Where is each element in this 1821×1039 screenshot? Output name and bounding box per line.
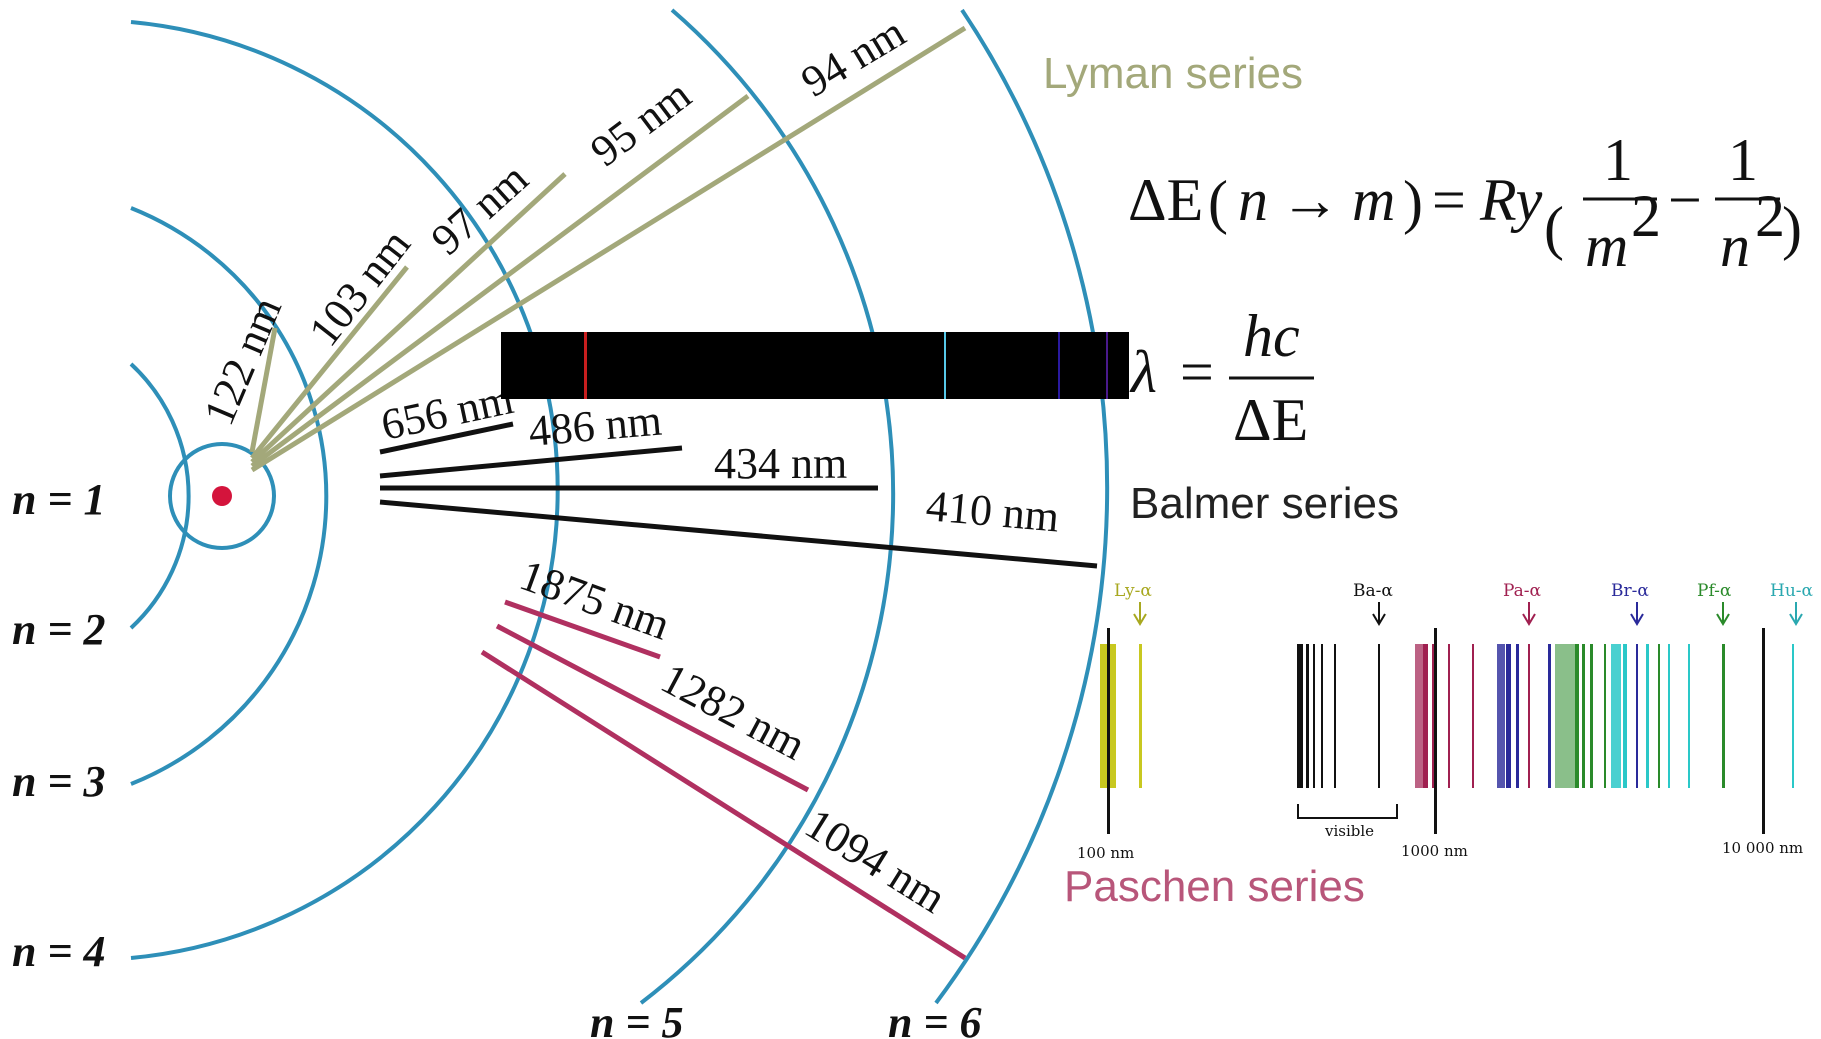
peak-label-pf-alpha: Pf-α bbox=[1697, 581, 1732, 601]
eq1-equals: = bbox=[1432, 167, 1466, 233]
brackett-band bbox=[1497, 644, 1638, 788]
lyman-lines bbox=[249, 25, 967, 473]
paschen-line-1875 bbox=[504, 599, 661, 660]
lyman-label-94: 94 nm bbox=[793, 7, 914, 106]
humphreys-band bbox=[1611, 644, 1794, 788]
lyman-line-97 bbox=[250, 172, 567, 464]
eq1-ry: Ry bbox=[1479, 167, 1543, 233]
paschen-line-1282 bbox=[495, 623, 810, 793]
tick-label-1000nm: 1000 nm bbox=[1401, 842, 1468, 860]
peak-label-ba-alpha: Ba-α bbox=[1353, 581, 1393, 601]
eq2-denominator: ΔE bbox=[1233, 387, 1308, 453]
peak-label-hu-alpha: Hu-α bbox=[1770, 581, 1814, 601]
balmer-lines bbox=[379, 421, 1098, 569]
paschen-line-1094 bbox=[480, 649, 967, 961]
eq2-equals: = bbox=[1180, 339, 1214, 405]
eq1-minus: − bbox=[1668, 167, 1702, 233]
arrowhead-br-alpha bbox=[1630, 613, 1644, 626]
arrowhead-ly-alpha bbox=[1133, 613, 1147, 626]
peak-label-pa-alpha: Pa-α bbox=[1503, 581, 1542, 601]
balmer-line-656 bbox=[379, 421, 514, 455]
lyman-band-line bbox=[1139, 644, 1142, 788]
lyman-line-103 bbox=[250, 265, 409, 460]
eq2-lambda: λ bbox=[1129, 339, 1157, 405]
visible-label: visible bbox=[1324, 822, 1374, 840]
pfund-band bbox=[1555, 644, 1725, 788]
level-label-n6: n = 6 bbox=[888, 998, 982, 1039]
eq1-big-right-paren: ) bbox=[1782, 195, 1802, 261]
eq1-num2: 1 bbox=[1728, 127, 1758, 193]
balmer-label-410: 410 nm bbox=[924, 481, 1061, 541]
arrowhead-pf-alpha bbox=[1716, 613, 1730, 626]
balmer-label-434: 434 nm bbox=[714, 439, 847, 488]
arrowhead-hu-alpha bbox=[1789, 613, 1803, 626]
orbit-n6 bbox=[934, 8, 1110, 1005]
tick-100nm bbox=[1107, 628, 1110, 834]
level-label-n2: n = 2 bbox=[12, 605, 106, 654]
spectrum-line-violet bbox=[1106, 332, 1108, 399]
spectrum-line-cyan bbox=[944, 332, 946, 399]
lyman-label-122: 122 nm bbox=[194, 290, 291, 432]
energy-equation: ΔE ( n → m ) = Ry ( 1 m 2 − 1 n 2 ) bbox=[1128, 127, 1802, 279]
orbit-n2 bbox=[129, 362, 191, 630]
level-label-n4: n = 4 bbox=[12, 927, 106, 976]
balmer-line-486 bbox=[379, 445, 683, 479]
lyman-line-94 bbox=[250, 25, 967, 473]
wavelength-equation: λ = hc ΔE bbox=[1129, 303, 1314, 453]
eq1-den2-exp: 2 bbox=[1755, 183, 1785, 249]
visible-bracket bbox=[1297, 804, 1398, 819]
lyman-label-95: 95 nm bbox=[582, 70, 700, 176]
eq1-right-paren: ) bbox=[1403, 169, 1423, 235]
balmer-label-486: 486 nm bbox=[527, 396, 664, 456]
orbit-n5 bbox=[639, 8, 896, 1005]
eq1-big-left-paren: ( bbox=[1544, 195, 1564, 261]
balmer-band bbox=[1297, 644, 1380, 788]
eq1-den1-exp: 2 bbox=[1631, 183, 1661, 249]
level-label-n3: n = 3 bbox=[12, 757, 106, 806]
level-label-n5: n = 5 bbox=[590, 998, 684, 1039]
level-label-n1: n = 1 bbox=[12, 475, 106, 524]
nucleus bbox=[212, 486, 232, 506]
lyman-line-122 bbox=[249, 327, 278, 453]
tick-1000nm bbox=[1434, 628, 1437, 834]
arrowhead-ba-alpha bbox=[1372, 613, 1386, 626]
peak-label-br-alpha: Br-α bbox=[1611, 581, 1649, 601]
lyman-label-103: 103 nm bbox=[299, 220, 420, 355]
paschen-band bbox=[1415, 644, 1530, 788]
lyman-label-97: 97 nm bbox=[422, 154, 537, 265]
spectrum-line-blue bbox=[1058, 332, 1060, 399]
eq1-left-paren: ( bbox=[1208, 169, 1228, 235]
eq1-n: n bbox=[1238, 167, 1268, 233]
peak-label-ly-alpha: Ly-α bbox=[1114, 581, 1152, 601]
orbit-n1 bbox=[168, 442, 276, 550]
tick-label-100nm: 100 nm bbox=[1077, 844, 1134, 862]
paschen-series-title: Paschen series bbox=[1064, 862, 1365, 911]
hydrogen-spectrum-chart: 100 nm 1000 nm 10 000 nm visible Ly-α Ba… bbox=[1077, 581, 1814, 862]
spectrum-background bbox=[501, 332, 1129, 399]
lyman-line-95 bbox=[250, 93, 750, 469]
orbit-n3 bbox=[130, 206, 329, 786]
eq1-delta-e: ΔE bbox=[1128, 167, 1203, 233]
eq2-numerator: hc bbox=[1243, 303, 1300, 369]
emission-spectrum-bar bbox=[501, 332, 1129, 399]
balmer-line-410 bbox=[379, 499, 1098, 569]
eq1-arrow: → bbox=[1280, 167, 1340, 233]
spectrum-line-red bbox=[584, 332, 587, 399]
lyman-series-title: Lyman series bbox=[1043, 49, 1303, 98]
balmer-series-title: Balmer series bbox=[1130, 479, 1399, 528]
tick-label-10000nm: 10 000 nm bbox=[1722, 839, 1803, 857]
tick-10000nm bbox=[1762, 628, 1765, 834]
arrowhead-pa-alpha bbox=[1522, 613, 1536, 626]
eq1-m: m bbox=[1352, 167, 1395, 233]
eq1-num1: 1 bbox=[1603, 127, 1633, 193]
eq1-den2: n bbox=[1720, 213, 1750, 279]
eq1-den1: m bbox=[1585, 213, 1628, 279]
paschen-lines bbox=[480, 599, 967, 961]
